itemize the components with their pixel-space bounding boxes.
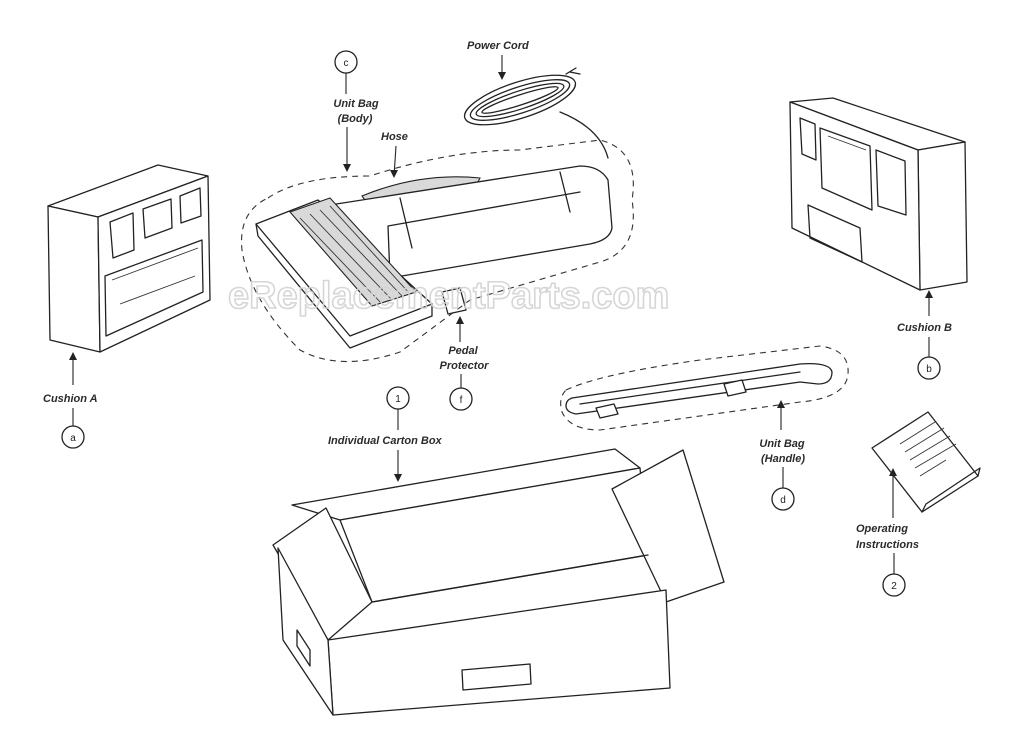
unit-bag-body-outline xyxy=(240,139,634,363)
pedal-protector-label-2: Protector xyxy=(440,360,490,372)
callout-a-circle xyxy=(61,425,85,449)
callout-c: c xyxy=(344,58,349,69)
callout-f-circle xyxy=(449,387,473,411)
watermark-text: eReplacementParts.com xyxy=(228,275,669,317)
power-cord-drawing xyxy=(463,67,609,159)
instructions-label-1: Operating xyxy=(856,523,908,535)
handle-drawing xyxy=(565,363,833,419)
callout-2-circle xyxy=(882,573,906,597)
callout-a: a xyxy=(70,433,76,444)
unit-bag-handle-label-2: (Handle) xyxy=(761,453,805,465)
unit-body-drawing xyxy=(255,165,613,349)
cushion-b-label: Cushion B xyxy=(897,322,952,334)
callout-f: f xyxy=(460,395,463,406)
callout-1: 1 xyxy=(395,394,401,405)
carton-box-label: Individual Carton Box xyxy=(328,435,443,447)
unit-bag-body-label-1: Unit Bag xyxy=(333,98,379,110)
hose-label: Hose xyxy=(381,131,408,143)
callout-2: 2 xyxy=(891,581,897,592)
instructions-label-2: Instructions xyxy=(856,539,919,551)
cushion-b-drawing xyxy=(789,97,968,291)
cushion-a-drawing xyxy=(47,164,211,353)
callout-d-circle xyxy=(771,487,795,511)
cushion-a-label: Cushion A xyxy=(43,393,98,405)
callout-b: b xyxy=(926,364,932,375)
carton-box-drawing xyxy=(272,448,725,716)
pedal-protector-label-1: Pedal xyxy=(448,345,478,357)
callout-b-circle xyxy=(917,356,941,380)
unit-bag-handle-outline xyxy=(560,345,849,431)
unit-bag-body-label-2: (Body) xyxy=(338,113,373,125)
power-cord-label: Power Cord xyxy=(467,40,529,52)
callout-d: d xyxy=(780,495,786,506)
instructions-drawing xyxy=(871,411,981,513)
unit-bag-handle-label-1: Unit Bag xyxy=(759,438,805,450)
